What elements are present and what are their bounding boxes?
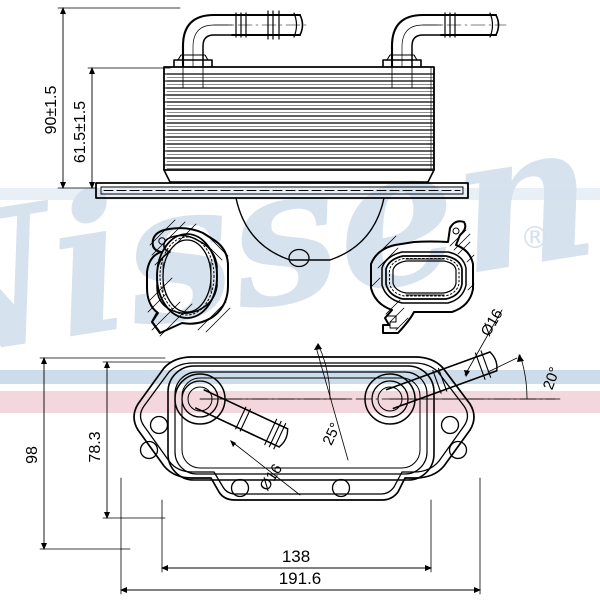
dim-78-3 (102, 361, 173, 519)
plan-port-left (174, 373, 391, 450)
mount-bracket-tab (235, 197, 385, 268)
dim-angle-20 (389, 354, 556, 400)
dim-dia16-upper-label: Ø16 (478, 306, 507, 339)
dim-78-3-label: 78.3 (87, 431, 104, 462)
hole-top-right (440, 415, 460, 435)
dim-angle-20-label: 20° (540, 365, 564, 392)
dim-138-label: 138 (282, 547, 310, 566)
plan-port-right (364, 350, 561, 425)
trademark-symbol: ® (520, 221, 550, 256)
outlet-pipe-right (382, 12, 507, 68)
dim-angle-25 (199, 343, 351, 461)
hole-upper-right (448, 440, 468, 460)
hole-upper-left (139, 440, 159, 460)
dim-191-6-label: 191.6 (279, 569, 322, 588)
hole-bottom-right (331, 478, 351, 498)
dim-angle-25-label: 25° (319, 420, 344, 448)
dim-dia16-lower (230, 440, 301, 496)
plan-mounting-holes (139, 415, 468, 498)
dim-191-6 (120, 477, 481, 595)
dim-90-label: 90±1.5 (43, 85, 60, 134)
hole-bottom-left (230, 478, 250, 498)
hole-top-left (149, 415, 169, 435)
dim-dia16-upper (464, 309, 503, 377)
dim-90 (57, 7, 181, 189)
dim-98 (39, 357, 166, 550)
dim-61-5 (87, 67, 171, 189)
dimension-text-layer: 90±1.5 61.5±1.5 98 78.3 138 191.6 25° 20… (24, 85, 564, 588)
bracket-hole (288, 248, 310, 268)
dim-98-label: 98 (24, 446, 41, 464)
side-elevation-view (95, 10, 507, 268)
oval-gasket-right (370, 220, 475, 334)
oval-gasket-left (146, 219, 231, 337)
plan-core-body (167, 365, 435, 481)
inlet-pipe-left (173, 10, 311, 68)
dim-138 (161, 499, 432, 573)
dim-dia16-lower-label: Ø16 (256, 461, 286, 494)
plate-stack-core (163, 66, 435, 183)
plan-view (133, 350, 561, 501)
plan-outer-plate (133, 356, 475, 501)
dim-61-5-label: 61.5±1.5 (72, 101, 89, 163)
base-flange (95, 182, 469, 199)
watermark-band-pink (0, 391, 600, 413)
dimension-layer (39, 7, 556, 595)
gasket-seal-views (146, 219, 475, 337)
watermark-band-blue (0, 370, 600, 384)
